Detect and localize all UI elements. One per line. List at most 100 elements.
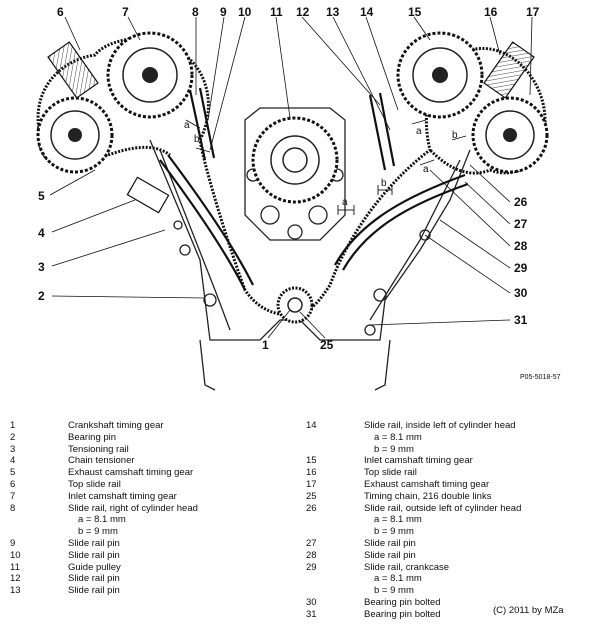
legend-number: 13: [10, 585, 21, 597]
legend-label: Timing chain, 216 double links: [364, 490, 492, 502]
figure-reference-code: P05-5018-57: [520, 374, 561, 381]
legend-dimension: a = 8.1 mm: [374, 431, 422, 443]
legend-label: Slide rail, right of cylinder head: [68, 502, 198, 514]
legend-row: 31 Bearing pin bolted: [306, 609, 586, 621]
legend-label: Slide rail pin: [364, 537, 416, 549]
legend-label: Slide rail, crankcase: [364, 561, 450, 573]
callout-16: 16: [484, 5, 498, 19]
legend-number: 30: [306, 596, 317, 608]
timing-chain-diagram: a b a b a b a 6 7 8: [36, 5, 561, 391]
legend-number-spacer: [306, 573, 364, 585]
legend-row: 16 Top slide rail: [306, 467, 586, 479]
legend-number-spacer: [10, 526, 68, 538]
callout-8: 8: [192, 5, 199, 19]
top-slide-rail-left: [483, 41, 535, 99]
callout-25: 25: [320, 338, 334, 352]
callout-28: 28: [514, 239, 528, 253]
callout-29: 29: [514, 261, 528, 275]
slide-rails: [188, 87, 469, 271]
exhaust-camshaft-gear-right-bank: [36, 96, 114, 174]
legend-row: 12 Slide rail pin: [10, 573, 300, 585]
legend-label: Slide rail pin: [68, 549, 120, 561]
callout-10: 10: [238, 5, 252, 19]
legend-label: Top slide rail: [364, 467, 417, 479]
legend-subrow: b = 9 mm: [306, 585, 586, 597]
legend-label: Slide rail pin: [68, 573, 120, 585]
legend-label: Slide rail pin: [68, 537, 120, 549]
legend-number: 7: [10, 490, 16, 502]
legend-row: 26 Slide rail, outside left of cylinder h…: [306, 503, 586, 515]
legend-row: 4 Chain tensioner: [10, 455, 300, 467]
legend-subrow: a = 8.1 mm: [306, 573, 586, 585]
legend-number: 14: [306, 420, 317, 431]
legend-number: 12: [10, 573, 21, 585]
callout-5: 5: [38, 189, 45, 203]
legend-dimension: b = 9 mm: [374, 443, 414, 455]
chain-tensioner: [126, 176, 170, 214]
exhaust-camshaft-gear-left-bank: [471, 96, 549, 174]
dim-label-b: b: [381, 178, 387, 189]
legend-number-spacer: [306, 432, 364, 444]
engine-block: [149, 107, 471, 391]
legend-dimension: a = 8.1 mm: [78, 514, 126, 526]
legend-row: 5 Exhaust camshaft timing gear: [10, 467, 300, 479]
callout-9: 9: [220, 5, 227, 19]
callout-11: 11: [270, 5, 283, 19]
legend-label: Slide rail pin: [68, 585, 120, 597]
legend-label: Bearing pin bolted: [364, 596, 441, 608]
legend-number-spacer: [306, 514, 364, 526]
legend-subrow: a = 8.1 mm: [10, 514, 300, 526]
legend-number: 5: [10, 467, 16, 479]
legend-number-spacer: [10, 514, 68, 526]
callout-6: 6: [57, 5, 64, 19]
top-slide-rail-right: [47, 41, 99, 99]
dim-label-b: b: [194, 134, 200, 145]
legend-number-spacer: [306, 444, 364, 456]
tensioning-rail: [159, 154, 254, 291]
legend-number: 26: [306, 502, 317, 514]
legend-label: Slide rail, outside left of cylinder hea…: [364, 502, 522, 514]
legend-label: Bearing pin bolted: [364, 608, 441, 620]
callout-2: 2: [38, 289, 45, 303]
legend-number: 8: [10, 502, 16, 514]
legend-label: Chain tensioner: [68, 455, 135, 467]
legend-number: 27: [306, 537, 317, 549]
legend-number: 4: [10, 455, 16, 467]
legend-dimension: b = 9 mm: [78, 526, 118, 538]
legend-dimension: a = 8.1 mm: [374, 514, 422, 526]
callout-7: 7: [122, 5, 129, 19]
legend-number: 11: [10, 561, 20, 573]
legend-number-spacer: [306, 526, 364, 538]
legend-number: 25: [306, 490, 317, 502]
legend-number: 3: [10, 443, 16, 455]
legend-subrow: a = 8.1 mm: [306, 514, 586, 526]
legend-label: Exhaust camshaft timing gear: [68, 467, 194, 479]
dim-label-a: a: [184, 120, 190, 131]
dim-label-a: a: [416, 126, 422, 137]
legend-number: 6: [10, 478, 16, 490]
callout-1: 1: [262, 338, 269, 352]
legend-row: 27 Slide rail pin: [306, 538, 586, 550]
legend-subrow: a = 8.1 mm: [306, 432, 586, 444]
legend-number: 31: [306, 608, 317, 620]
legend-label: Bearing pin: [68, 431, 117, 443]
legend-row: 25 Timing chain, 216 double links: [306, 491, 586, 503]
legend-row: 30 Bearing pin bolted: [306, 597, 586, 609]
legend-label: Crankshaft timing gear: [68, 420, 164, 431]
dim-label-a: a: [423, 164, 429, 175]
dim-label-b: b: [452, 130, 458, 141]
callout-31: 31: [514, 313, 528, 327]
crankshaft-gear: [276, 286, 314, 324]
legend-number: 1: [10, 420, 16, 431]
copyright-notice: (C) 2011 by MZa: [493, 605, 564, 616]
callout-4: 4: [38, 226, 45, 240]
legend-number: 16: [306, 467, 317, 479]
legend-label: Slide rail, inside left of cylinder head: [364, 420, 516, 431]
